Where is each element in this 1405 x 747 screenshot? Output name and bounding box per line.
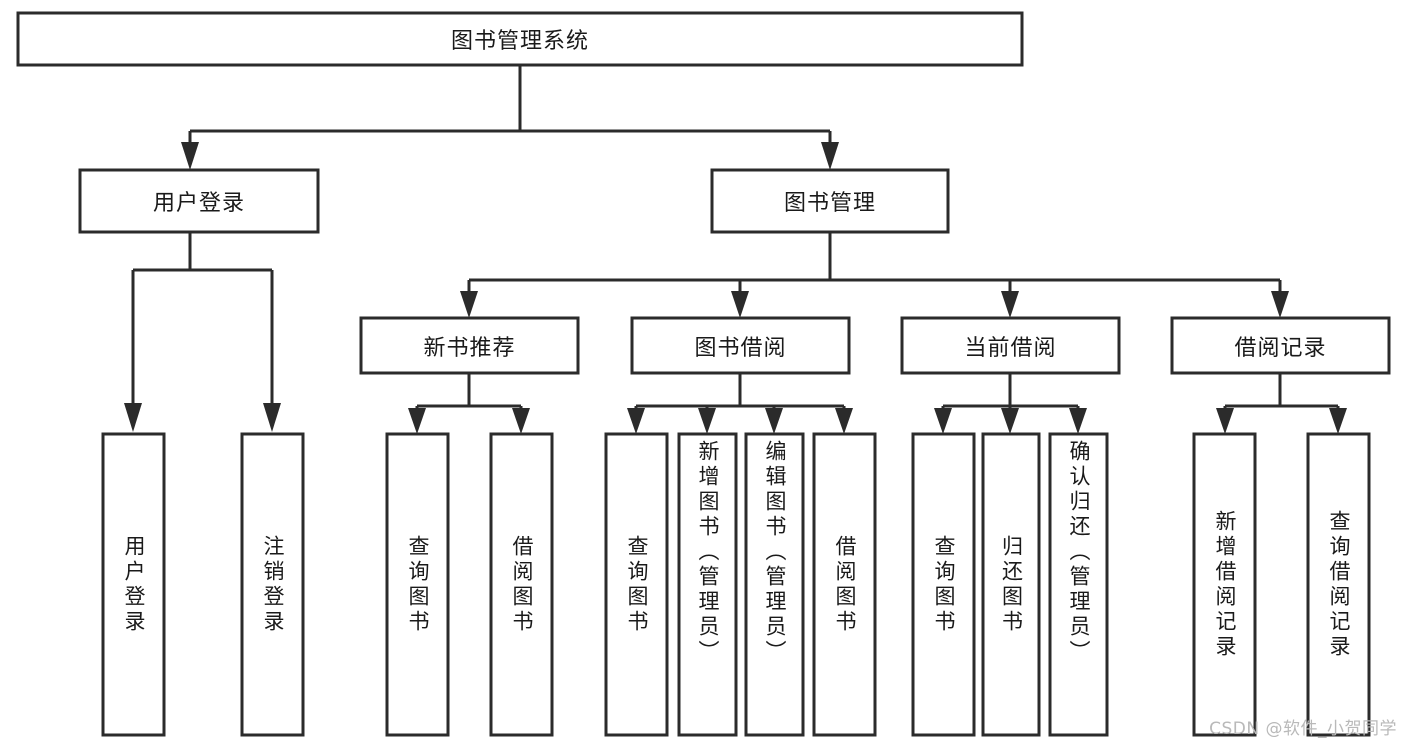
- node-box-leaf-query-record[interactable]: [1306, 432, 1371, 737]
- node-box-book-borrow[interactable]: [630, 316, 851, 375]
- arrowhead-leaf-query-book-a: [408, 408, 426, 434]
- node-box-root[interactable]: [16, 11, 1024, 67]
- arrowhead-current-borrow: [1001, 291, 1019, 318]
- node-box-leaf-logout-login[interactable]: [240, 432, 305, 737]
- arrowhead-borrow-records: [1271, 291, 1289, 318]
- arrowhead-leaf-user-login: [124, 403, 142, 432]
- node-box-leaf-edit-book[interactable]: [744, 432, 805, 737]
- node-box-leaf-query-book-c[interactable]: [911, 432, 976, 737]
- node-box-new-book-recommend[interactable]: [359, 316, 580, 375]
- arrowhead-new-book-recommend: [460, 291, 478, 318]
- arrowhead-book-mgmt: [821, 142, 839, 170]
- node-box-book-management[interactable]: [710, 168, 950, 234]
- node-box-leaf-confirm-return[interactable]: [1048, 432, 1109, 737]
- node-box-leaf-return-book[interactable]: [981, 432, 1041, 737]
- node-box-leaf-user-login[interactable]: [101, 432, 166, 737]
- node-box-leaf-borrow-book-b[interactable]: [812, 432, 877, 737]
- arrowhead-leaf-confirm-return: [1069, 408, 1087, 434]
- node-box-leaf-query-book-a[interactable]: [385, 432, 450, 737]
- arrowhead-user-login: [181, 142, 199, 170]
- node-box-user-login[interactable]: [78, 168, 320, 234]
- arrowhead-leaf-borrow-book-a: [512, 408, 530, 434]
- node-box-leaf-borrow-book-a[interactable]: [489, 432, 554, 737]
- node-box-leaf-add-record[interactable]: [1192, 432, 1257, 737]
- watermark-text: CSDN @软件_小贺同学: [1209, 719, 1397, 739]
- node-box-leaf-add-book[interactable]: [677, 432, 738, 737]
- arrowhead-book-borrow: [731, 291, 749, 318]
- arrowhead-leaf-query-record: [1329, 408, 1347, 434]
- node-box-borrow-records[interactable]: [1170, 316, 1391, 375]
- arrowhead-leaf-query-book-c: [934, 408, 952, 434]
- arrowhead-leaf-logout-login: [263, 403, 281, 432]
- arrowhead-leaf-add-book: [698, 408, 716, 434]
- arrowhead-leaf-edit-book: [765, 408, 783, 434]
- arrowhead-leaf-return-book: [1001, 408, 1019, 434]
- arrowhead-leaf-add-record: [1216, 408, 1234, 434]
- node-box-leaf-query-book-b[interactable]: [604, 432, 669, 737]
- arrowhead-leaf-query-book-b: [627, 408, 645, 434]
- node-box-current-borrow[interactable]: [900, 316, 1121, 375]
- arrowhead-leaf-borrow-book-b: [835, 408, 853, 434]
